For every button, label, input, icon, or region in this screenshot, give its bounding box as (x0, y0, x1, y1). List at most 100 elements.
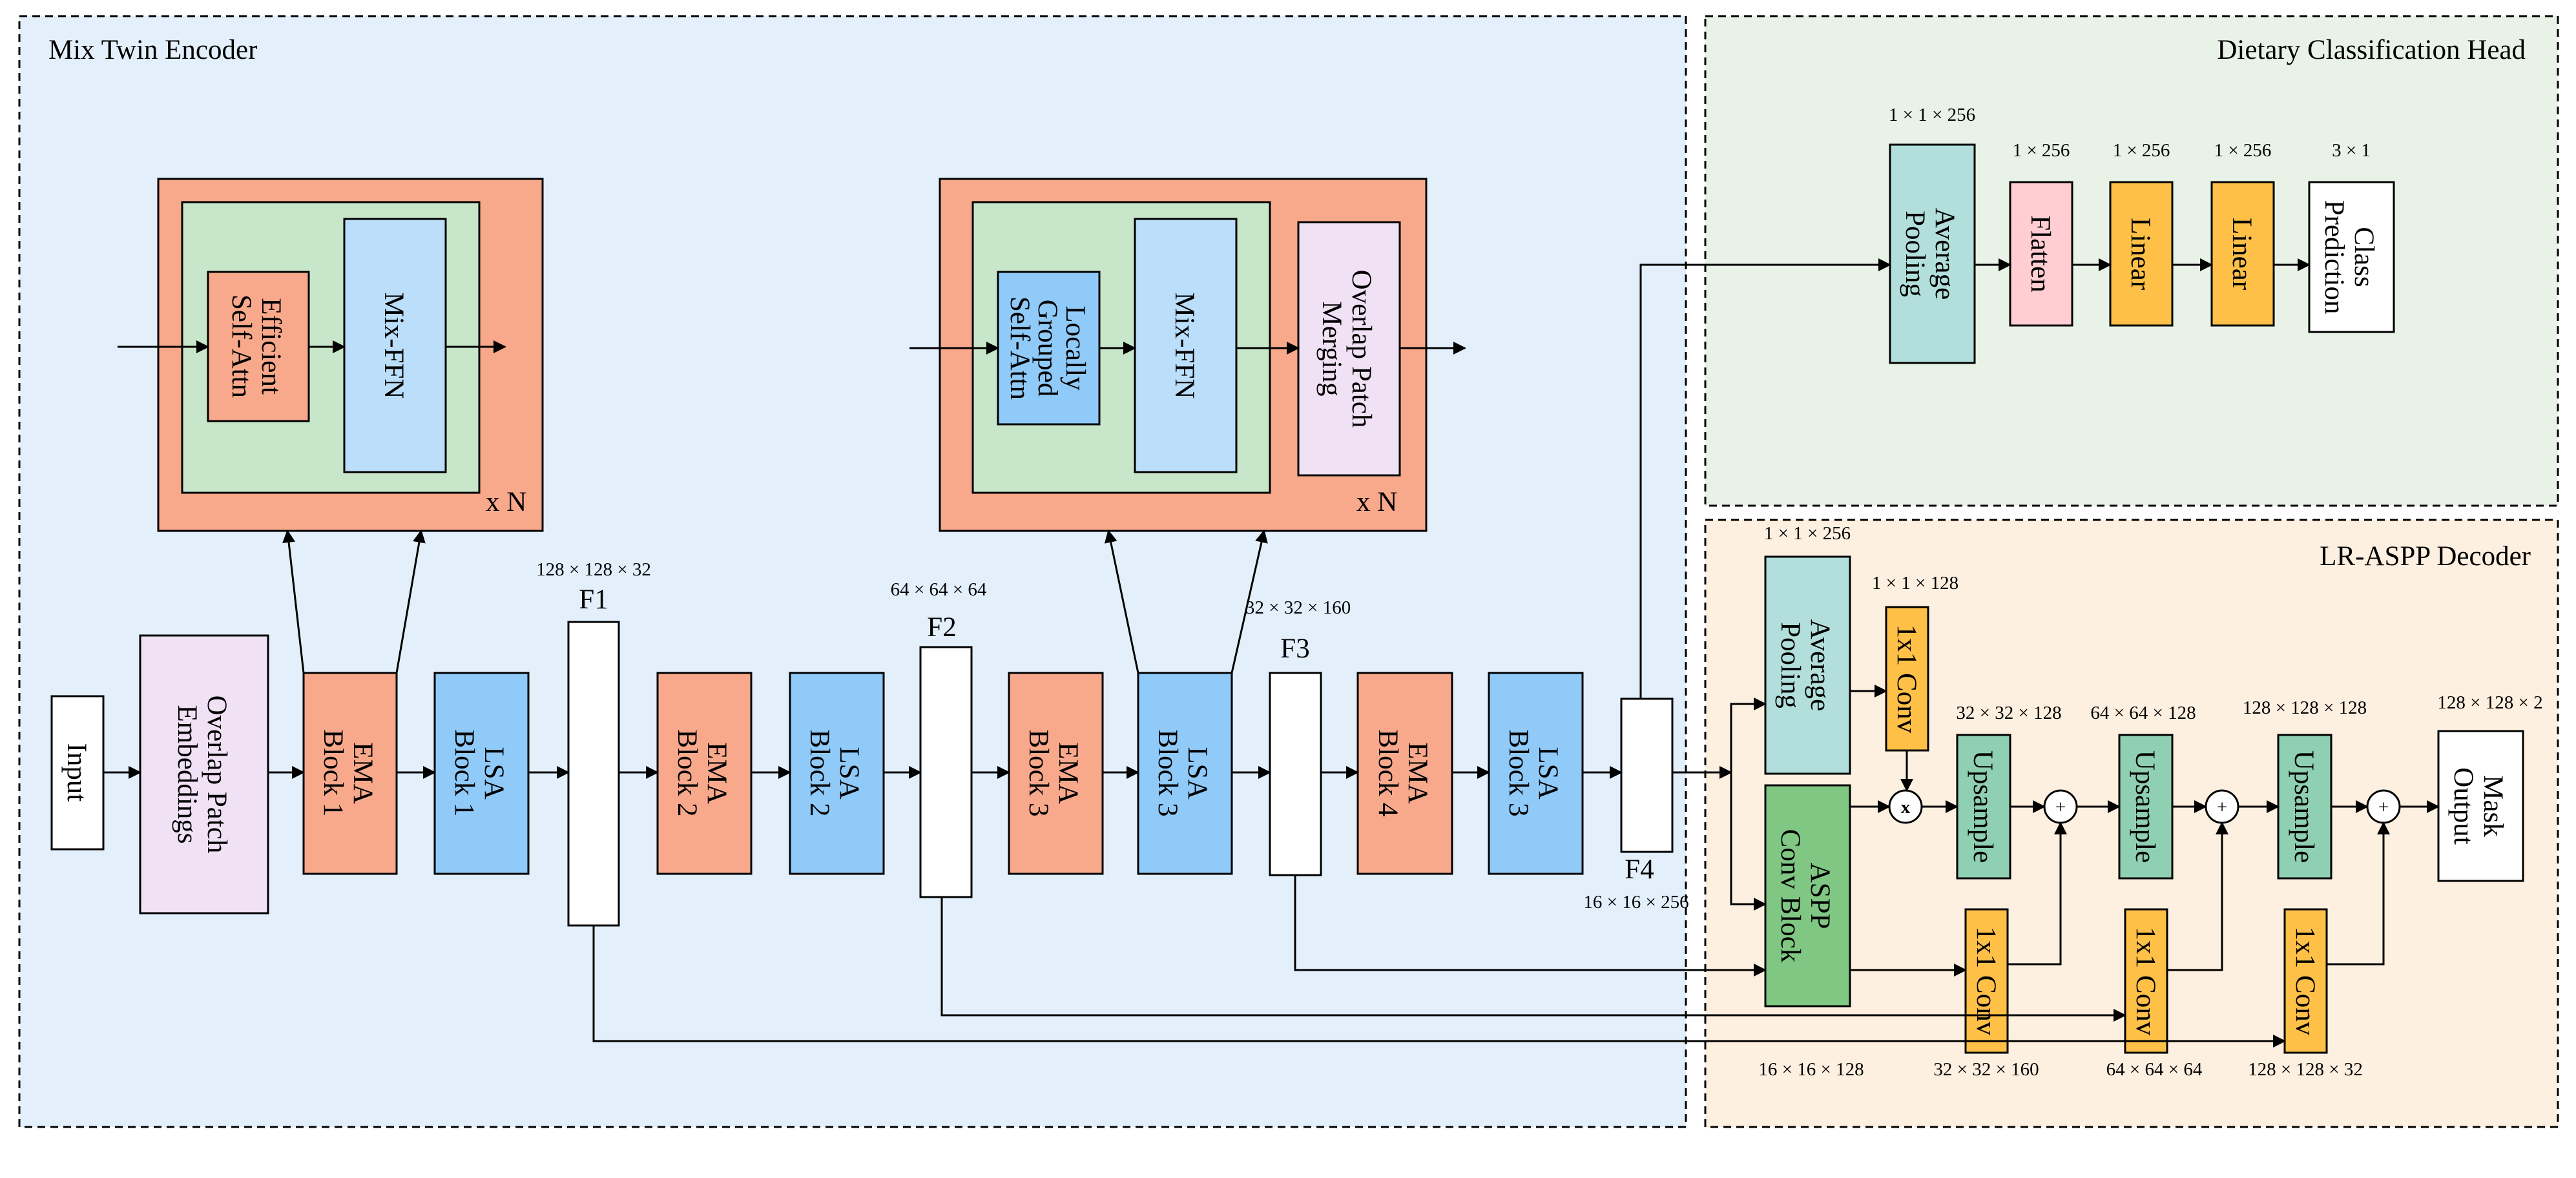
ema-block-4 (1356, 672, 1453, 875)
conv1-label: 1x1 Conv (1971, 927, 2001, 1036)
head-dim-2: 1 × 256 (2013, 140, 2070, 161)
ema1-label-1: EMA (348, 742, 378, 804)
linear1-label: Linear (2125, 218, 2155, 290)
overlap-patch-merging-block (1297, 221, 1401, 477)
conv-top-block (1885, 606, 1929, 752)
conv-block-1 (1964, 908, 2009, 1054)
conv-block-3 (2283, 908, 2328, 1054)
input-block (50, 695, 105, 851)
encoder-arrows (103, 530, 1623, 779)
dec-avgpool-label-1: Average (1805, 619, 1835, 711)
linear-block-2 (2210, 181, 2275, 327)
lgsa-label-1: Locally (1060, 305, 1090, 391)
input-label: Input (61, 743, 92, 802)
aspp-label-1: ASPP (1805, 863, 1835, 929)
upsample3-label: Upsample (2289, 750, 2319, 863)
lsa1-label-1: LSA (479, 747, 509, 799)
ema2-label-2: Block 2 (672, 730, 702, 817)
conv2-label: 1x1 Conv (2130, 927, 2161, 1036)
flatten-label: Flatten (2025, 215, 2055, 292)
feature-map-f1 (567, 621, 620, 927)
ema2-label-1: EMA (701, 742, 732, 804)
upsample2-label: Upsample (2130, 750, 2160, 863)
dec-dim-bottom-2: 32 × 32 × 160 (1933, 1059, 2039, 1080)
dec-dim-bottom-1: 16 × 16 × 128 (1758, 1059, 1864, 1080)
head-dim-3: 1 × 256 (2113, 140, 2170, 161)
dec-dim-up3: 128 × 128 × 128 (2243, 698, 2367, 718)
ema3-label-1: EMA (1053, 742, 1083, 804)
linear2-label: Linear (2227, 218, 2257, 290)
opm-label-2: Merging (1316, 301, 1347, 396)
mask-output-label-2: Output (2448, 767, 2478, 845)
feature-map-f3 (1269, 672, 1322, 876)
class-prediction-label-1: Class (2349, 227, 2379, 287)
f1-label: F1 (579, 584, 608, 615)
opm-label-1: Overlap Patch (1346, 270, 1376, 428)
efficient-self-attn-label-2: Self-Attn (226, 294, 256, 398)
mask-output-label-1: Mask (2478, 775, 2508, 837)
head-dim-4: 1 × 256 (2214, 140, 2272, 161)
flatten-block (2009, 181, 2073, 327)
head-dim-5: 3 × 1 (2332, 140, 2371, 161)
upsample-block-3 (2277, 734, 2332, 880)
class-prediction-label-2: Prediction (2319, 200, 2349, 315)
class-prediction-block (2308, 181, 2395, 333)
repeat-label-2: x N (1356, 487, 1397, 517)
ema3-label-2: Block 3 (1023, 730, 1054, 817)
plus-symbol-1: + (2055, 797, 2066, 818)
ema1-label-2: Block 1 (318, 730, 348, 817)
dec-dim-conv-top: 1 × 1 × 128 (1872, 573, 1958, 594)
lsa4-label-2: Block 3 (1503, 730, 1533, 817)
lsa2-label-2: Block 2 (804, 730, 835, 817)
locally-grouped-self-attn-block (997, 271, 1101, 426)
aspp-label-2: Conv Block (1775, 829, 1805, 963)
feature-map-f4 (1620, 698, 1674, 853)
aspp-conv-block (1764, 784, 1851, 1008)
f1-dim: 128 × 128 × 32 (536, 559, 651, 580)
lsa2-label-1: LSA (834, 747, 864, 799)
upsample1-label: Upsample (1968, 750, 1998, 863)
f2-dim: 64 × 64 × 64 (891, 579, 987, 600)
dec-dim-up1: 32 × 32 × 128 (1956, 703, 2061, 723)
efficient-self-attn-label-1: Efficient (256, 298, 286, 395)
mix-ffn-label-2: Mix-FFN (1169, 293, 1200, 399)
mix-ffn-block-2 (1134, 218, 1238, 473)
dec-dim-bottom-3: 64 × 64 × 64 (2106, 1059, 2203, 1080)
plus-symbol-2: + (2217, 797, 2227, 818)
f4-label: F4 (1625, 854, 1654, 885)
head-title: Dietary Classification Head (2217, 35, 2526, 65)
plus-symbol-3: + (2378, 797, 2389, 818)
lsa1-label-2: Block 1 (449, 730, 479, 817)
ope-label-1: Overlap Patch (202, 696, 232, 854)
repeat-label-1: x N (486, 487, 526, 517)
head-dim-1: 1 × 1 × 256 (1889, 105, 1975, 125)
dec-dim-up2: 64 × 64 × 128 (2090, 703, 2196, 723)
ema4-label-1: EMA (1402, 742, 1433, 804)
linear-block-1 (2109, 181, 2174, 327)
head-average-pooling-block (1889, 143, 1976, 364)
dec-avgpool-label-2: Pooling (1775, 622, 1805, 708)
head-avgpool-label-2: Pooling (1900, 211, 1930, 297)
multiply-symbol: x (1901, 797, 1911, 818)
lsa3-label-1: LSA (1182, 747, 1212, 799)
mix-ffn-block-1 (343, 218, 447, 473)
mix-ffn-label-1: Mix-FFN (379, 293, 409, 399)
decoder-title: LR-ASPP Decoder (2320, 541, 2531, 572)
conv3-label: 1x1 Conv (2290, 927, 2320, 1036)
ema-block-2 (656, 672, 753, 875)
decoder-average-pooling-block (1764, 555, 1851, 775)
feature-map-f2 (919, 646, 973, 898)
conv-block-2 (2124, 908, 2168, 1054)
inset-1: Efficient Self-Attn Mix-FFN x N (118, 178, 544, 532)
dec-dim-bottom-4: 128 × 128 × 32 (2248, 1059, 2363, 1080)
head-avgpool-label-1: Average (1929, 208, 1960, 300)
lgsa-label-2: Grouped (1032, 300, 1063, 397)
f4-dim: 16 × 16 × 256 (1583, 892, 1688, 913)
lgsa-label-3: Self-Attn (1004, 296, 1035, 400)
head-arrows (1639, 258, 2311, 699)
f3-label: F3 (1280, 634, 1309, 664)
mask-output-block (2437, 730, 2524, 882)
dec-dim-avgpool: 1 × 1 × 256 (1764, 523, 1851, 544)
ope-label-2: Embeddings (172, 705, 202, 844)
